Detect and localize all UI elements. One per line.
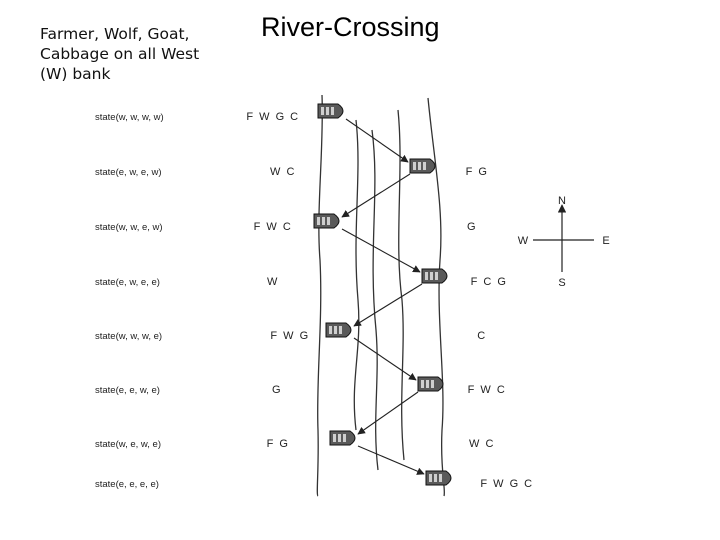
river-current-line [397, 109, 405, 461]
boat-seat [426, 380, 429, 388]
crossing-arrow [357, 391, 419, 435]
boat-seat [321, 107, 324, 115]
east-bank-label: C [477, 330, 486, 342]
boat-hull [313, 213, 340, 229]
boat-hull [417, 376, 444, 392]
boat-seat [413, 162, 416, 170]
boat-icon [325, 322, 352, 338]
east-bank-label: F W C [468, 384, 507, 396]
compass-north-label: N [558, 195, 566, 207]
west-bank-label: W [267, 276, 279, 288]
boat-seat [327, 217, 330, 225]
start-condition-note: Farmer, Wolf, Goat, Cabbage on all West … [40, 24, 250, 84]
west-bank-label: G [272, 384, 282, 396]
boat-seat [317, 217, 320, 225]
compass-west-label: W [518, 235, 529, 247]
river-current-line [353, 119, 360, 431]
state-label: state(w, w, w, w) [95, 112, 164, 123]
compass-east-label: E [602, 235, 609, 247]
crossing-arrow [341, 228, 421, 273]
boat-icon [417, 376, 444, 392]
boat-seat [434, 474, 437, 482]
boat-seat [425, 272, 428, 280]
west-bank-label: F G [267, 438, 290, 450]
boat-seat [423, 162, 426, 170]
boat-hull [325, 322, 352, 338]
boat-seat [343, 434, 346, 442]
boat-seat [331, 107, 334, 115]
boats [313, 103, 452, 486]
boat-seat [421, 380, 424, 388]
boat-seat [418, 162, 421, 170]
crossing-arrow [341, 173, 411, 218]
boat-icon [313, 213, 340, 229]
boat-seat [439, 474, 442, 482]
boat-hull [425, 470, 452, 486]
page-title: River-Crossing [261, 12, 440, 42]
river-west-bank [316, 94, 323, 497]
west-bank-labels: F W G C W C F W C W F W G G F G [246, 111, 309, 450]
east-bank-label: W C [469, 438, 495, 450]
boat-seat [435, 272, 438, 280]
boat-hull [317, 103, 344, 119]
east-bank-label: G [467, 221, 477, 233]
boat-seat [339, 326, 342, 334]
river [316, 94, 446, 497]
west-bank-label: F W G [270, 330, 309, 342]
boat-icon [421, 268, 448, 284]
east-bank-label: F C G [471, 276, 508, 288]
west-bank-label: W C [270, 166, 296, 178]
boat-hull [409, 158, 436, 174]
boat-seat [334, 326, 337, 334]
west-bank-label: F W G C [246, 111, 299, 123]
note-line-2: Cabbage on all West [40, 45, 200, 63]
boat-icon [329, 430, 356, 446]
state-labels: state(w, w, w, w) state(e, w, e, w) state(… [95, 112, 164, 490]
compass: N S E W [518, 195, 610, 289]
west-bank-label: F W C [254, 221, 293, 233]
east-bank-labels: F G G F C G C F W C W C F W G C [466, 166, 533, 490]
boat-icon [409, 158, 436, 174]
river-east-bank [427, 97, 446, 497]
boat-seat [329, 326, 332, 334]
boat-icon [425, 470, 452, 486]
note-line-1: Farmer, Wolf, Goat, [40, 25, 190, 43]
state-label: state(e, e, w, e) [95, 385, 160, 396]
boat-seat [322, 217, 325, 225]
river-current-line [371, 129, 379, 471]
state-label: state(e, w, e, e) [95, 277, 160, 288]
state-label: state(w, w, e, w) [95, 222, 163, 233]
state-label: state(e, e, e, e) [95, 479, 159, 490]
boat-seat [338, 434, 341, 442]
boat-hull [421, 268, 448, 284]
state-label: state(e, w, e, w) [95, 167, 162, 178]
boat-seat [429, 474, 432, 482]
compass-south-label: S [558, 277, 565, 289]
crossing-arrows [341, 118, 425, 475]
east-bank-label: F G [466, 166, 489, 178]
crossing-arrow [353, 337, 417, 381]
crossing-arrow [345, 118, 409, 163]
boat-seat [431, 380, 434, 388]
east-bank-label: F W G C [480, 478, 533, 490]
crossing-arrow [353, 283, 423, 327]
boat-hull [329, 430, 356, 446]
boat-seat [326, 107, 329, 115]
boat-seat [430, 272, 433, 280]
state-label: state(w, w, w, e) [95, 331, 162, 342]
boat-seat [333, 434, 336, 442]
note-line-3: (W) bank [40, 65, 111, 83]
boat-icon [317, 103, 344, 119]
state-label: state(w, e, w, e) [95, 439, 161, 450]
crossing-arrow [357, 445, 425, 475]
